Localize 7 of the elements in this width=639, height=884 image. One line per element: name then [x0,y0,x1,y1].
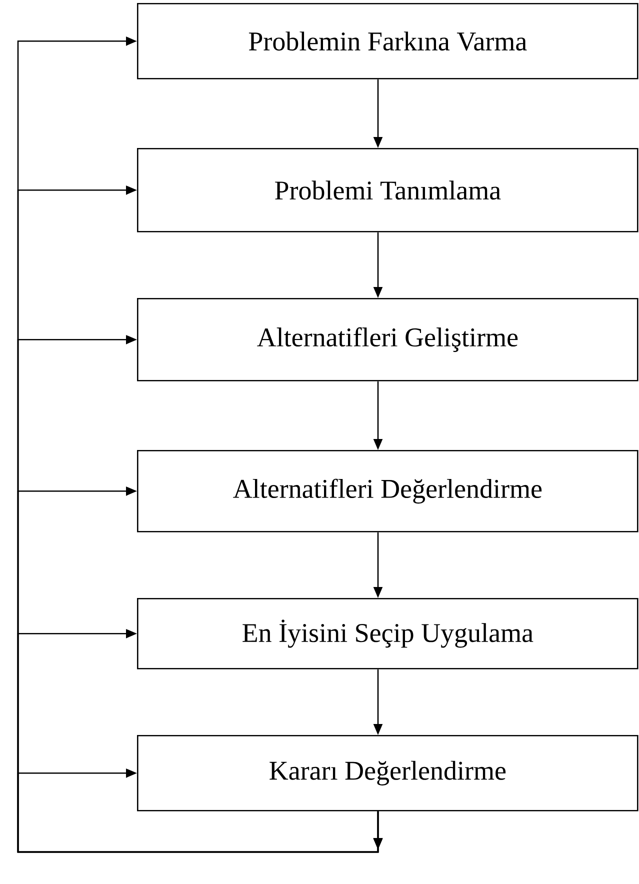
process-box: Problemin Farkına Varma [137,3,638,80]
process-box: En İyisini Seçip Uygulama [137,598,638,670]
process-box: Kararı Değerlendirme [137,735,638,812]
arrow [17,768,383,853]
process-box: Problemi Tanımlama [137,148,638,232]
process-box: Alternatifleri Değerlendirme [137,450,638,532]
process-box: Alternatifleri Geliştirme [137,298,638,382]
